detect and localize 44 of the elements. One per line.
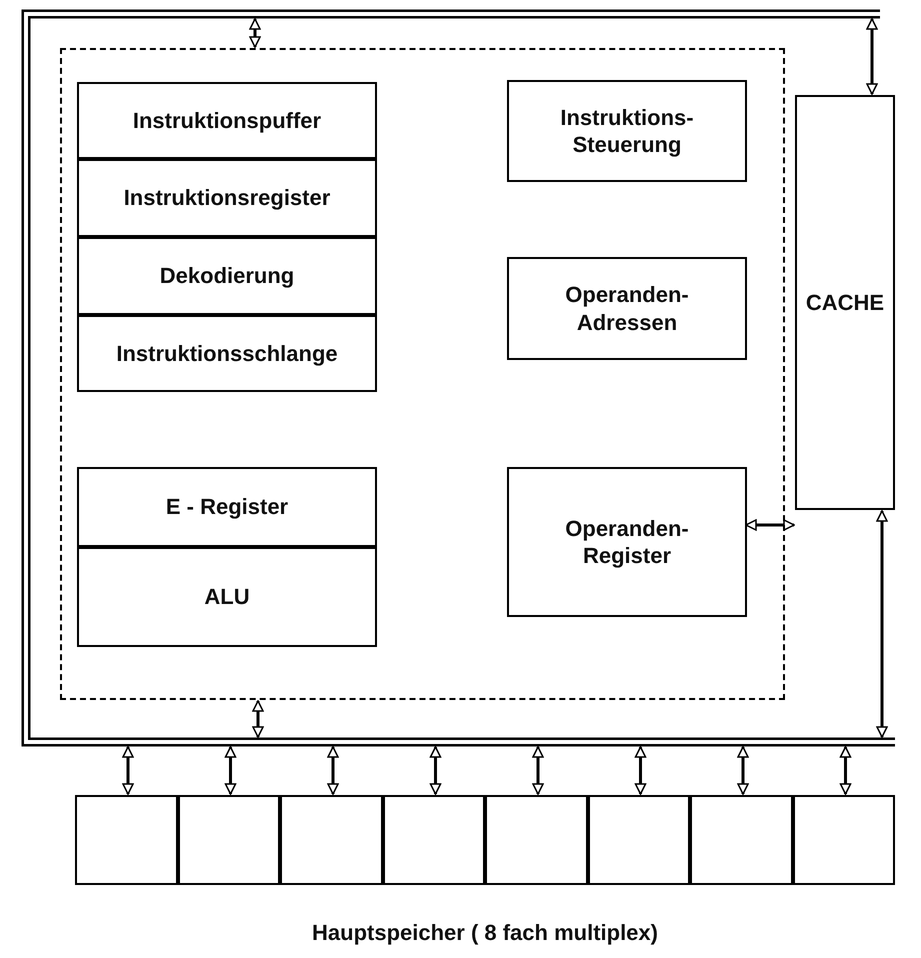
double-arrow <box>866 18 878 95</box>
double-arrow <box>430 746 442 795</box>
cache-box <box>795 95 895 510</box>
register-box <box>77 159 377 237</box>
double-arrow <box>224 746 236 795</box>
memory-module-box <box>382 795 485 885</box>
box-label: Instruktionspuffer <box>132 106 322 134</box>
register-box <box>77 82 377 159</box>
cpu-boundary <box>60 48 785 700</box>
box-label: Dekodierung <box>160 262 294 290</box>
register-box <box>77 237 377 315</box>
bus-line <box>22 10 895 746</box>
memory-module-box <box>690 795 792 885</box>
register-box <box>77 315 377 392</box>
box-label: Instruktionsschlange <box>116 340 338 368</box>
box-label: Instruktionsregister <box>124 184 330 212</box>
unit-box <box>507 257 747 360</box>
memory-module-box <box>75 795 178 885</box>
memory-module-box <box>588 795 690 885</box>
unit-box <box>507 467 747 617</box>
double-arrow <box>840 746 852 795</box>
memory-module-box <box>792 795 895 885</box>
double-arrow <box>252 700 264 738</box>
double-arrow <box>249 18 261 48</box>
box-label: ALU <box>204 583 250 611</box>
memory-module-box <box>280 795 382 885</box>
box-label: E - Register <box>166 493 288 521</box>
double-arrow <box>876 510 888 738</box>
double-arrow <box>745 519 795 531</box>
box-label: Operanden- Register <box>564 514 690 570</box>
box-label: CACHE <box>806 288 884 316</box>
caption-text: Hauptspeicher ( 8 fach multiplex) <box>312 918 658 946</box>
memory-module-box <box>485 795 588 885</box>
box-label: Instruktions- Steuerung <box>559 104 695 158</box>
double-arrow <box>327 746 339 795</box>
register-box <box>77 467 377 547</box>
double-arrow <box>532 746 544 795</box>
register-box <box>77 547 377 647</box>
double-arrow <box>634 746 646 795</box>
unit-box <box>507 80 747 182</box>
box-label: Operanden- Adressen <box>564 281 690 336</box>
double-arrow <box>122 746 134 795</box>
double-arrow <box>737 746 749 795</box>
memory-module-box <box>178 795 280 885</box>
